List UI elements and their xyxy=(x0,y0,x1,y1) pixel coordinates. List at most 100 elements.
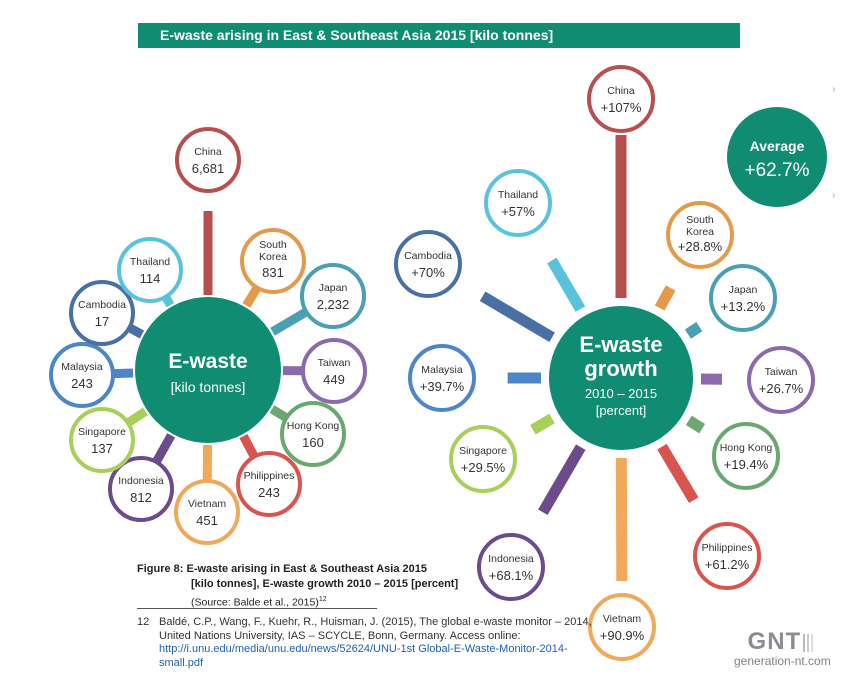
center-sublabel-growth-2: [percent] xyxy=(596,403,647,418)
bubble-country-label: Malaysia xyxy=(61,361,103,373)
bubble-singapore-growth xyxy=(449,425,517,493)
bubble-country-label: Hong Kong xyxy=(287,420,340,432)
bubble-country-label: Indonesia xyxy=(488,553,534,565)
bubble-value-label: 6,681 xyxy=(192,161,225,176)
bubble-thailand-growth xyxy=(484,169,552,237)
center-label-growth-2: growth xyxy=(584,356,657,381)
average-badge xyxy=(727,107,827,207)
bubble-value-label: +70% xyxy=(411,265,445,280)
bubble-value-label: +19.4% xyxy=(724,457,769,472)
bubble-country-label: China xyxy=(194,146,222,158)
bar-philippines-growth xyxy=(657,443,699,503)
bubble-country-label: Korea xyxy=(259,251,287,263)
bubble-value-label: 449 xyxy=(323,372,345,387)
bubble-country-label: Singapore xyxy=(78,426,126,438)
bubble-value-label: +28.8% xyxy=(678,239,723,254)
footnote-divider xyxy=(137,608,377,609)
bubble-value-label: 831 xyxy=(262,265,284,280)
bubble-value-label: +57% xyxy=(501,204,535,219)
caption-source: (Source: Balde et al., 2015)12 xyxy=(191,596,327,609)
bubble-value-label: +29.5% xyxy=(461,460,506,475)
bubble-value-label: 160 xyxy=(302,435,324,450)
figure-caption: Figure 8: E-waste arising in East & Sout… xyxy=(137,562,458,611)
center-sublabel-growth: 2010 – 2015 xyxy=(585,386,657,401)
footnote-link[interactable]: http://i.unu.edu/media/unu.edu/news/5262… xyxy=(159,643,568,669)
bar-hong-kong-growth xyxy=(685,415,706,434)
bubble-vietnam-growth xyxy=(588,593,656,661)
bubble-south-korea-growth xyxy=(666,201,734,269)
bubble-country-label: China xyxy=(607,85,635,97)
bar-thailand-growth xyxy=(547,257,586,312)
bubble-taiwan-growth xyxy=(747,346,815,414)
bubble-value-label: 451 xyxy=(196,513,218,528)
center-sublabel-ewaste: [kilo tonnes] xyxy=(171,379,246,395)
bubble-china-growth xyxy=(587,65,655,133)
bubble-philippines-ewaste xyxy=(236,451,302,517)
footnote-text: Baldé, C.P., Wang, F., Kuehr, R., Huisma… xyxy=(159,616,592,642)
bubble-country-label: Korea xyxy=(686,226,714,238)
bubble-value-label: +61.2% xyxy=(705,557,750,572)
center-circle-growth xyxy=(549,306,693,450)
bubble-south-korea-ewaste xyxy=(240,228,306,294)
bar-south-korea-growth xyxy=(654,285,676,311)
bubble-value-label: 17 xyxy=(95,314,109,329)
bubble-value-label: 114 xyxy=(140,271,161,286)
bubble-china-ewaste xyxy=(175,127,241,193)
bubble-country-label: Indonesia xyxy=(118,475,164,487)
bubble-value-label: 243 xyxy=(258,485,280,500)
footnote: 12 Baldé, C.P., Wang, F., Kuehr, R., Hui… xyxy=(137,616,607,670)
bubble-value-label: +107% xyxy=(601,100,642,115)
watermark-logo: GNT xyxy=(734,630,831,654)
bubble-hong-kong-ewaste xyxy=(280,401,346,467)
bubble-japan-ewaste xyxy=(300,263,366,329)
center-label-ewaste: E-waste xyxy=(168,350,247,373)
bubble-country-label: Malaysia xyxy=(421,364,463,376)
bubble-singapore-ewaste xyxy=(69,407,135,473)
bubble-taiwan-ewaste xyxy=(301,338,367,404)
caption-title: Figure 8: E-waste arising in East & Sout… xyxy=(137,563,427,575)
footnote-number: 12 xyxy=(137,616,150,628)
bubble-country-label: Japan xyxy=(729,284,758,296)
bar-japan-growth xyxy=(684,322,703,339)
bubble-country-label: Philippines xyxy=(244,470,295,482)
bubble-country-label: South xyxy=(686,214,714,226)
bubble-indonesia-ewaste xyxy=(108,456,174,522)
center-circle-ewaste xyxy=(135,297,281,443)
bubble-value-label: 2,232 xyxy=(317,297,350,312)
average-value: +62.7% xyxy=(745,160,810,181)
bubble-philippines-growth xyxy=(693,522,761,590)
caption-subtitle: [kilo tonnes], E-waste growth 2010 – 201… xyxy=(191,578,459,590)
bar-cambodia-growth xyxy=(479,291,555,343)
bubble-value-label: 812 xyxy=(130,490,152,505)
bubble-thailand-ewaste xyxy=(117,237,183,303)
bubble-value-label: 137 xyxy=(91,441,113,456)
bubble-country-label: Cambodia xyxy=(78,299,126,311)
chevron-right-icon: › xyxy=(832,190,836,201)
watermark-site: generation-nt.com xyxy=(734,654,831,668)
bubble-country-label: Japan xyxy=(319,282,348,294)
average-label: Average xyxy=(750,138,805,154)
bubble-indonesia-growth xyxy=(477,533,545,601)
bubble-country-label: Hong Kong xyxy=(720,442,773,454)
bubble-value-label: +26.7% xyxy=(759,381,804,396)
center-label-growth: E-waste xyxy=(579,332,662,357)
bubble-malaysia-growth xyxy=(408,344,476,412)
bubble-country-label: Vietnam xyxy=(603,613,642,625)
bubble-vietnam-ewaste xyxy=(174,479,240,545)
bar-singapore-growth xyxy=(530,413,555,435)
signal-bars-icon xyxy=(803,633,818,652)
bubble-country-label: Singapore xyxy=(459,445,507,457)
bubble-country-label: Thailand xyxy=(130,256,170,268)
watermark: GNT generation-nt.com xyxy=(734,630,831,669)
bubble-cambodia-growth xyxy=(394,230,462,298)
bubble-malaysia-ewaste xyxy=(49,342,115,408)
bubble-value-label: 243 xyxy=(71,376,93,391)
caption-source-ref: 12 xyxy=(318,596,327,603)
bubble-country-label: Taiwan xyxy=(318,357,351,369)
chart-banner-title: E-waste arising in East & Southeast Asia… xyxy=(138,23,740,48)
bubble-hong-kong-growth xyxy=(712,422,780,490)
bubble-country-label: Thailand xyxy=(498,189,538,201)
bubble-country-label: Vietnam xyxy=(188,498,227,510)
bubble-country-label: Taiwan xyxy=(765,366,798,378)
bubble-japan-growth xyxy=(709,264,777,332)
